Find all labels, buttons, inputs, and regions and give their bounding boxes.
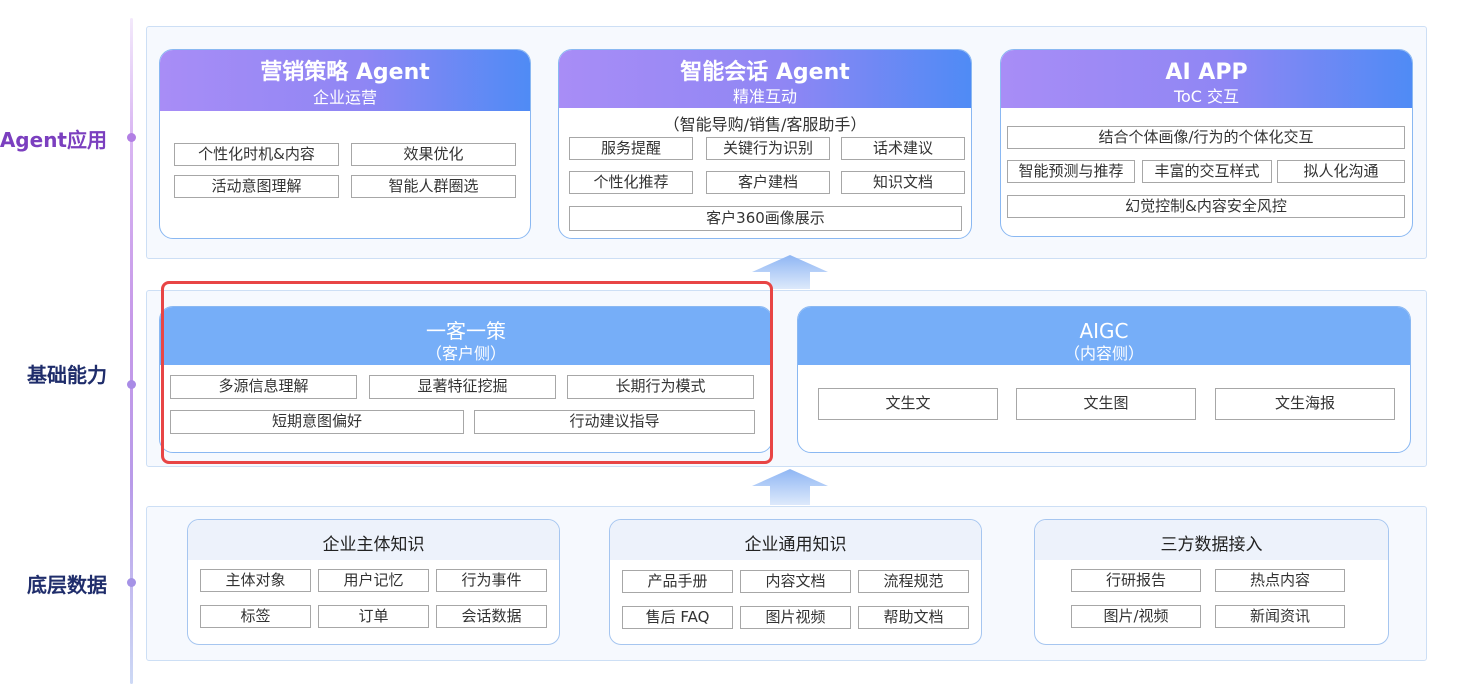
chip: 多源信息理解: [170, 375, 357, 399]
card-header: AIGC （内容侧）: [798, 307, 1410, 365]
axis-dot-agent: [127, 133, 136, 142]
chip: 活动意图理解: [174, 175, 339, 198]
card-title: 企业通用知识: [744, 535, 847, 555]
card-title: 三方数据接入: [1160, 535, 1263, 555]
layer-label-base: 基础能力: [27, 363, 107, 387]
axis-dot-data: [127, 578, 136, 587]
chip: 长期行为模式: [567, 375, 754, 399]
card-header: [188, 520, 559, 560]
chip: 用户记忆: [318, 569, 429, 592]
chip: 智能人群圈选: [351, 175, 516, 198]
card-marketing-agent: 营销策略 Agent 企业运营 个性化时机&内容 效果优化 活动意图理解 智能人…: [159, 49, 531, 239]
chip: 知识文档: [841, 171, 965, 194]
card-subtitle: （客户侧）: [425, 344, 506, 363]
chip: 丰富的交互样式: [1142, 160, 1272, 183]
chip: 内容文档: [740, 570, 851, 593]
chip: 行动建议指导: [474, 410, 755, 434]
card-header: 一客一策 （客户侧）: [160, 307, 772, 365]
highlight-box: [161, 281, 773, 464]
card-header: [1035, 520, 1388, 560]
chip: 产品手册: [622, 570, 733, 593]
chip: 个性化时机&内容: [174, 143, 339, 166]
chip: 流程规范: [858, 570, 969, 593]
chip: 效果优化: [351, 143, 516, 166]
card-title: 智能会话 Agent: [680, 60, 850, 85]
card-title: 一客一策: [426, 319, 506, 343]
card-subtitle: 精准互动: [732, 87, 797, 106]
chip: 新闻资讯: [1215, 605, 1345, 628]
chip: 幻觉控制&内容安全风控: [1007, 195, 1405, 218]
chip: 结合个体画像/行为的个体化交互: [1007, 126, 1405, 149]
layer-label-data: 底层数据: [27, 573, 107, 597]
card-header: 营销策略 Agent 企业运营: [160, 50, 530, 111]
card-title: AIGC: [1079, 319, 1129, 343]
chip: 显著特征挖掘: [369, 375, 556, 399]
chip: 标签: [200, 605, 311, 628]
chip: 主体对象: [200, 569, 311, 592]
card-header: [610, 520, 981, 560]
chip: 短期意图偏好: [170, 410, 464, 434]
chip: 图片/视频: [1071, 605, 1201, 628]
layer-label-agent: Agent应用: [0, 128, 107, 152]
chip: 客户360画像展示: [569, 206, 962, 231]
chip: 话术建议: [841, 137, 965, 160]
chip: 帮助文档: [858, 606, 969, 629]
chip: 订单: [318, 605, 429, 628]
card-third-party-data: 三方数据接入 行研报告 热点内容 图片/视频 新闻资讯: [1034, 519, 1389, 645]
chip: 文生图: [1016, 388, 1196, 420]
chip: 关键行为识别: [706, 137, 830, 160]
card-title: 企业主体知识: [322, 535, 425, 555]
card-ai-app: AI APP ToC 交互 结合个体画像/行为的个体化交互 智能预测与推荐 丰富…: [1000, 49, 1413, 237]
up-arrow-icon: [752, 469, 828, 505]
card-subtitle: （内容侧）: [1063, 344, 1144, 363]
card-aigc: AIGC （内容侧） 文生文 文生图 文生海报: [797, 306, 1411, 453]
card-subtitle: 企业运营: [312, 88, 377, 107]
card-subtitle: ToC 交互: [1173, 87, 1240, 106]
chip: 热点内容: [1215, 569, 1345, 592]
chip: 图片视频: [740, 606, 851, 629]
chip: 文生海报: [1215, 388, 1395, 420]
chip: 售后 FAQ: [622, 606, 733, 629]
chip: 文生文: [818, 388, 998, 420]
chip: 智能预测与推荐: [1007, 160, 1135, 183]
chip: 服务提醒: [569, 137, 693, 160]
chip: 会话数据: [436, 605, 547, 628]
axis-dot-base: [127, 380, 136, 389]
card-header: AI APP ToC 交互: [1001, 50, 1412, 108]
card-enterprise-entity-knowledge: 企业主体知识 主体对象 用户记忆 行为事件 标签 订单 会话数据: [187, 519, 560, 645]
card-note: （智能导购/销售/客服助手）: [663, 115, 867, 134]
card-one-customer-one-strategy: 一客一策 （客户侧） 多源信息理解 显著特征挖掘 长期行为模式 短期意图偏好 行…: [159, 306, 773, 453]
card-conversation-agent: 智能会话 Agent 精准互动 （智能导购/销售/客服助手） 服务提醒 关键行为…: [558, 49, 972, 239]
layer-axis-line: [130, 18, 133, 684]
card-enterprise-general-knowledge: 企业通用知识 产品手册 内容文档 流程规范 售后 FAQ 图片视频 帮助文档: [609, 519, 982, 645]
card-title: AI APP: [1165, 60, 1248, 85]
chip: 客户建档: [706, 171, 830, 194]
chip: 个性化推荐: [569, 171, 693, 194]
card-title: 营销策略 Agent: [260, 60, 430, 85]
chip: 拟人化沟通: [1277, 160, 1405, 183]
card-header: 智能会话 Agent 精准互动: [559, 50, 971, 108]
chip: 行研报告: [1071, 569, 1201, 592]
chip: 行为事件: [436, 569, 547, 592]
up-arrow-icon: [752, 255, 828, 289]
